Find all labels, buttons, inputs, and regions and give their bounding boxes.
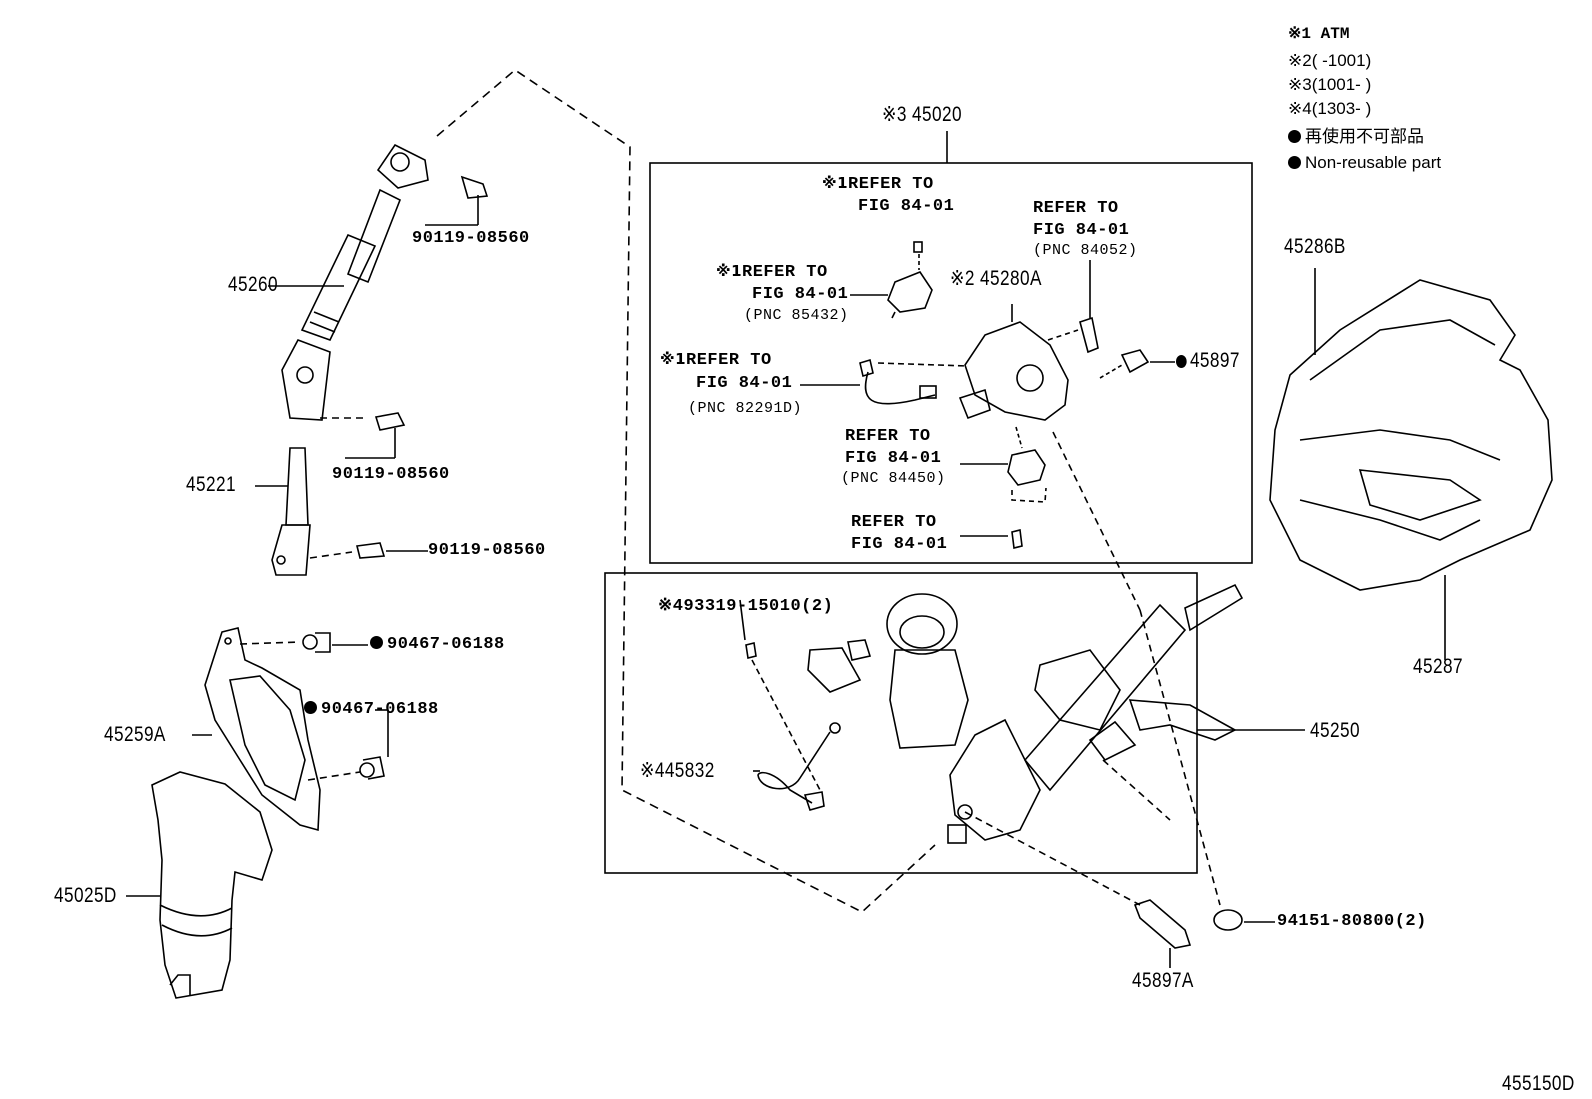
legend-nonreusable-en-text: Non-reusable part [1305, 153, 1442, 172]
label-45025d: 45025D [54, 884, 117, 907]
label-90467-b: 90467-06188 [304, 701, 439, 718]
refer-text: REFER TO [848, 175, 934, 194]
cover-45286b-drawing [1269, 268, 1553, 660]
nonreusable-dot-icon [1288, 156, 1301, 169]
label-45280a: ※2 45280A [950, 267, 1042, 290]
nonreusable-dot-icon [304, 701, 317, 714]
label-90467-b-text: 90467-06188 [321, 700, 439, 719]
refer-mark: ※1 [822, 174, 849, 192]
box-45020 [649, 162, 1253, 564]
wire-45832-drawing [753, 722, 841, 811]
clip-90467-a [302, 632, 368, 653]
refer-82291d: ※1REFER TO [660, 350, 772, 370]
figure-code: 455150D [1502, 1072, 1575, 1095]
label-90119-a: 90119-08560 [412, 229, 530, 248]
bolt-90119-c [309, 542, 428, 559]
label-45897: 45897 [1176, 350, 1240, 371]
refer-84450: REFER TO [845, 427, 931, 446]
refer-85432-pnc: (PNC 85432) [744, 307, 849, 324]
box-45250 [604, 572, 1198, 874]
refer-84052-fig: FIG 84-01 [1033, 221, 1130, 240]
label-45260: 45260 [228, 273, 278, 296]
shaft-45260-drawing [281, 143, 429, 421]
legend-note3: ※3(1001- ) [1288, 75, 1372, 94]
refer-84450-fig: FIG 84-01 [845, 449, 942, 468]
lock-45280a-drawing [958, 260, 1099, 421]
screw-93319-drawing [739, 599, 821, 791]
refer-85432-fig: FIG 84-01 [752, 285, 849, 304]
legend-nonreusable-jp: 再使用不可部品 [1288, 128, 1424, 145]
legend-note2: ※2( -1001) [1288, 51, 1372, 70]
legend-atm: ※1 ATM [1288, 25, 1350, 43]
label-45287: 45287 [1413, 655, 1463, 678]
label-45020: ※3 45020 [882, 103, 962, 126]
refer-82291d-pnc: (PNC 82291D) [688, 400, 803, 417]
label-94151: 94151-80800(2) [1277, 912, 1427, 931]
refer-84052: REFER TO [1033, 199, 1119, 218]
refer-84052-pnc: (PNC 84052) [1033, 242, 1138, 259]
bolt-45897-drawing [1099, 349, 1175, 379]
nonreusable-dot-icon [370, 636, 383, 649]
refer-text: REFER TO [686, 351, 772, 370]
switch-85432-drawing [850, 241, 933, 319]
sensor-84450-drawing [960, 426, 1047, 503]
legend-nonreusable-en: Non-reusable part [1288, 154, 1441, 171]
label-45250: 45250 [1310, 719, 1360, 742]
shaft-45221-drawing [271, 447, 311, 576]
bolt-90119-a [425, 175, 489, 226]
refer-85432: ※1REFER TO [716, 262, 828, 282]
bolt-45897a-drawing [1133, 899, 1192, 968]
legend-note4: ※4(1303- ) [1288, 99, 1372, 118]
dashed-guide [436, 68, 936, 913]
bolt-90119-b [320, 412, 406, 459]
refer-mark: ※1 [660, 350, 687, 368]
label-45897-text: 45897 [1189, 349, 1240, 372]
legend-nonreusable-jp-text: 再使用不可部品 [1305, 127, 1424, 146]
cover-45259a-drawing [204, 627, 361, 832]
refer-screw-fig: FIG 84-01 [851, 535, 948, 554]
nut-94151-drawing [1213, 909, 1275, 931]
screw-refer-drawing [960, 529, 1023, 549]
label-45897a: 45897A [1132, 969, 1194, 992]
refer-screw: REFER TO [851, 513, 937, 532]
refer-switch-top-fig: FIG 84-01 [858, 197, 955, 216]
nonreusable-dot-icon [1288, 130, 1301, 143]
boot-45025d-drawing [126, 771, 273, 999]
label-493319: ※493319-15010(2) [658, 597, 834, 616]
label-90467-a-text: 90467-06188 [387, 635, 505, 654]
refer-84450-pnc: (PNC 84450) [841, 470, 946, 487]
refer-82291d-fig: FIG 84-01 [696, 374, 793, 393]
label-45221: 45221 [186, 473, 236, 496]
label-90119-b: 90119-08560 [332, 465, 450, 484]
nonreusable-dot-icon [1176, 355, 1187, 368]
column-45250-drawing [807, 431, 1305, 906]
clip-90467-b [359, 709, 389, 780]
refer-switch-top: ※1REFER TO [822, 174, 934, 194]
refer-text: REFER TO [742, 263, 828, 282]
harness-82291d-drawing [800, 358, 969, 405]
label-45286b: 45286B [1284, 235, 1346, 258]
label-445832: ※445832 [640, 759, 715, 782]
label-90119-c: 90119-08560 [428, 541, 546, 560]
refer-mark: ※1 [716, 262, 743, 280]
label-45259a: 45259A [104, 723, 166, 746]
label-90467-a: 90467-06188 [370, 636, 505, 653]
